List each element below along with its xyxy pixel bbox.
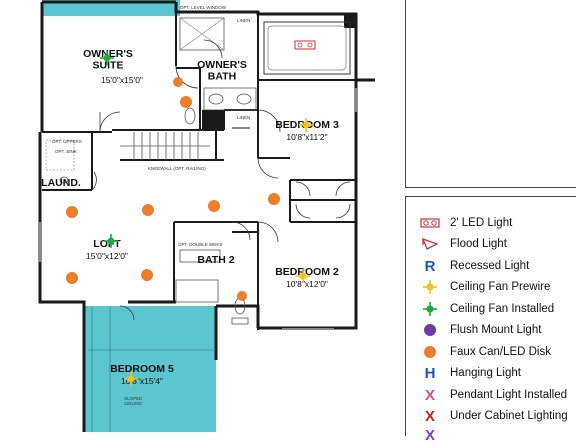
faux-can-light [268,193,280,205]
legend-item-under-cabinet: X Under Cabinet Lighting [420,406,568,426]
legend-label: Faux Can/LED Disk [450,346,551,358]
faux-can-light [208,200,220,212]
shower [179,17,225,51]
bedroom2-name: BEDROOM 2 [275,266,339,278]
legend: 2' LED Light Flood Light R Recessed Ligh… [405,196,576,444]
ceiling-fan-installed-icon [420,301,440,317]
stairs [120,132,210,160]
ceiling-fan-prewire-icon [296,269,310,283]
bath2-name: BATH 2 [197,254,234,266]
linen-mid-note: LINEN [237,115,250,120]
legend-label: Recessed Light [450,260,530,272]
windows [39,88,357,330]
wall-column [344,14,356,28]
owners-toilet-closet [202,110,224,130]
legend-item-flood: Flood Light [420,234,507,254]
legend-label: Flood Light [450,238,507,250]
ceiling-fan-installed-icon [100,51,114,65]
bedroom3-dim: 10'8"x11'2" [286,132,327,142]
window-note: OPT. LEVEL WINDOW [180,5,227,10]
faux-can-light [141,269,153,281]
fixtures [66,40,316,386]
legend-item-fan-installed: Ceiling Fan Installed [420,299,554,319]
opt-uppers-note: OPT. UPPERS [52,139,82,144]
legend-label: Ceiling Fan Prewire [450,281,551,293]
legend-item-faux-can: Faux Can/LED Disk [420,342,551,362]
led-light-icon [420,215,440,231]
faux-can-icon [420,344,440,360]
bedroom2-dim: 10'8"x12'0" [286,279,328,289]
legend-label: Ceiling Fan Installed [450,303,555,315]
legend-label: Flush Mount Light [450,324,542,336]
ceiling-fan-prewire-icon [124,372,138,386]
kneewall-note: KNEEWALL (OPT. RAILING) [148,166,206,171]
bath2-tub [175,279,219,303]
loft-dim: 15'0"x12'0" [86,251,128,261]
legend-label: Hanging Light [450,367,521,379]
owners-suite-dim: 15'0"x15'0" [101,75,143,85]
top-panel [405,0,576,188]
laundry-name: LAUND. [41,177,81,189]
faux-can-light [180,96,192,108]
recessed-light-icon: R [424,257,436,275]
interior-walls [42,2,356,330]
faux-can-light [66,206,78,218]
double-sinks-note: OPT. DOUBLE SINKS [178,242,223,247]
loft-name: LOFT [93,238,121,250]
legend-item-pendant: X Pendant Light Installed [420,385,567,405]
legend-label: 2' LED Light [450,217,513,229]
led-light-icon [294,40,316,50]
laundry-opt-area [45,139,75,171]
flush-mount-light-icon [420,322,440,338]
double-vanity [203,87,257,111]
ceiling-fan-installed-icon [104,234,118,248]
legend-item-partial: X [420,425,450,445]
bedroom5-name: BEDROOM 5 [110,363,174,375]
legend-label: Pendant Light Installed [450,389,568,401]
legend-item-recessed: R Recessed Light [420,256,530,276]
legend-label: Under Cabinet Lighting [450,410,568,422]
faux-can-light [66,272,78,284]
under-cabinet-icon: X [424,407,435,425]
ceiling-fan-prewire-icon [420,279,440,295]
opt-sink-note: OPT. SINK [55,149,77,154]
legend-item-hanging: H Hanging Light [420,363,521,383]
bath2-vanity [179,249,221,263]
hanging-light-icon: H [424,364,436,382]
plan-notes: LINEN LINEN OPT. LEVEL WINDOW OPT. UPPER… [52,5,250,406]
door-swings [91,39,351,321]
bedroom5-entry-teal [84,306,128,346]
faux-can-light [142,204,154,216]
flood-light-icon [420,236,440,252]
teal-wall-lines [88,306,216,432]
legend-item-flush: Flush Mount Light [420,320,541,340]
legend-item-fan-prewire: Ceiling Fan Prewire [420,277,550,297]
partial-legend-icon: X [424,426,435,444]
faux-can-light [237,291,247,301]
bedroom5-dim: 10'8"x15'4" [121,376,163,386]
ceiling-fan-prewire-icon [299,118,313,132]
tub [263,21,351,75]
pendant-light-icon: X [424,386,435,404]
tub-inner [267,25,347,71]
faux-can-light [173,77,183,87]
linen-top-note: LINEN [237,18,250,23]
legend-item-led: 2' LED Light [420,213,512,233]
owners-suite-teal-area [42,0,180,16]
